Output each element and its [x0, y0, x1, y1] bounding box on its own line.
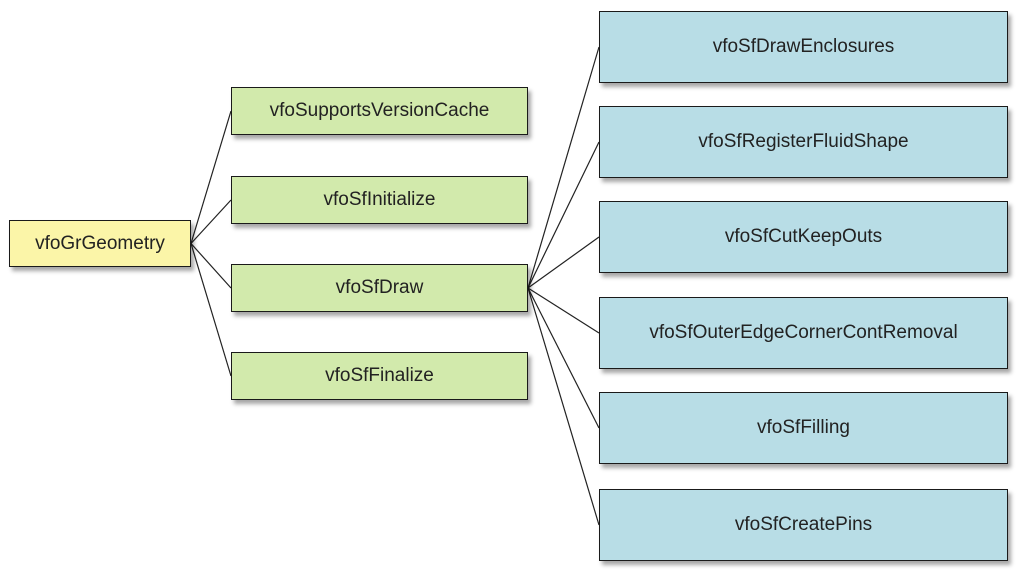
edge-root-n2 — [190, 199, 232, 244]
node-level2[interactable]: vfoSfDrawEnclosures — [599, 11, 1008, 83]
node-root[interactable]: vfoGrGeometry — [9, 220, 191, 267]
node-level1[interactable]: vfoSfInitialize — [231, 176, 528, 224]
edge-root-n1 — [190, 110, 232, 244]
edge-root-n3 — [190, 243, 232, 289]
edge-n3-m1 — [527, 46, 600, 289]
edge-n3-m2 — [527, 141, 600, 289]
edge-n3-m6 — [527, 287, 600, 526]
node-level2[interactable]: vfoSfOuterEdgeCornerContRemoval — [599, 297, 1008, 369]
node-level2[interactable]: vfoSfCutKeepOuts — [599, 201, 1008, 273]
node-level2[interactable]: vfoSfFilling — [599, 392, 1008, 464]
node-level1[interactable]: vfoSfDraw — [231, 264, 528, 312]
node-level2[interactable]: vfoSfRegisterFluidShape — [599, 106, 1008, 178]
node-level1[interactable]: vfoSupportsVersionCache — [231, 87, 528, 135]
edge-n3-m5 — [527, 287, 600, 429]
node-level2[interactable]: vfoSfCreatePins — [599, 489, 1008, 561]
node-level1[interactable]: vfoSfFinalize — [231, 352, 528, 400]
edge-root-n4 — [190, 243, 232, 377]
edge-n3-m4 — [527, 287, 600, 334]
edge-n3-m3 — [527, 236, 600, 289]
